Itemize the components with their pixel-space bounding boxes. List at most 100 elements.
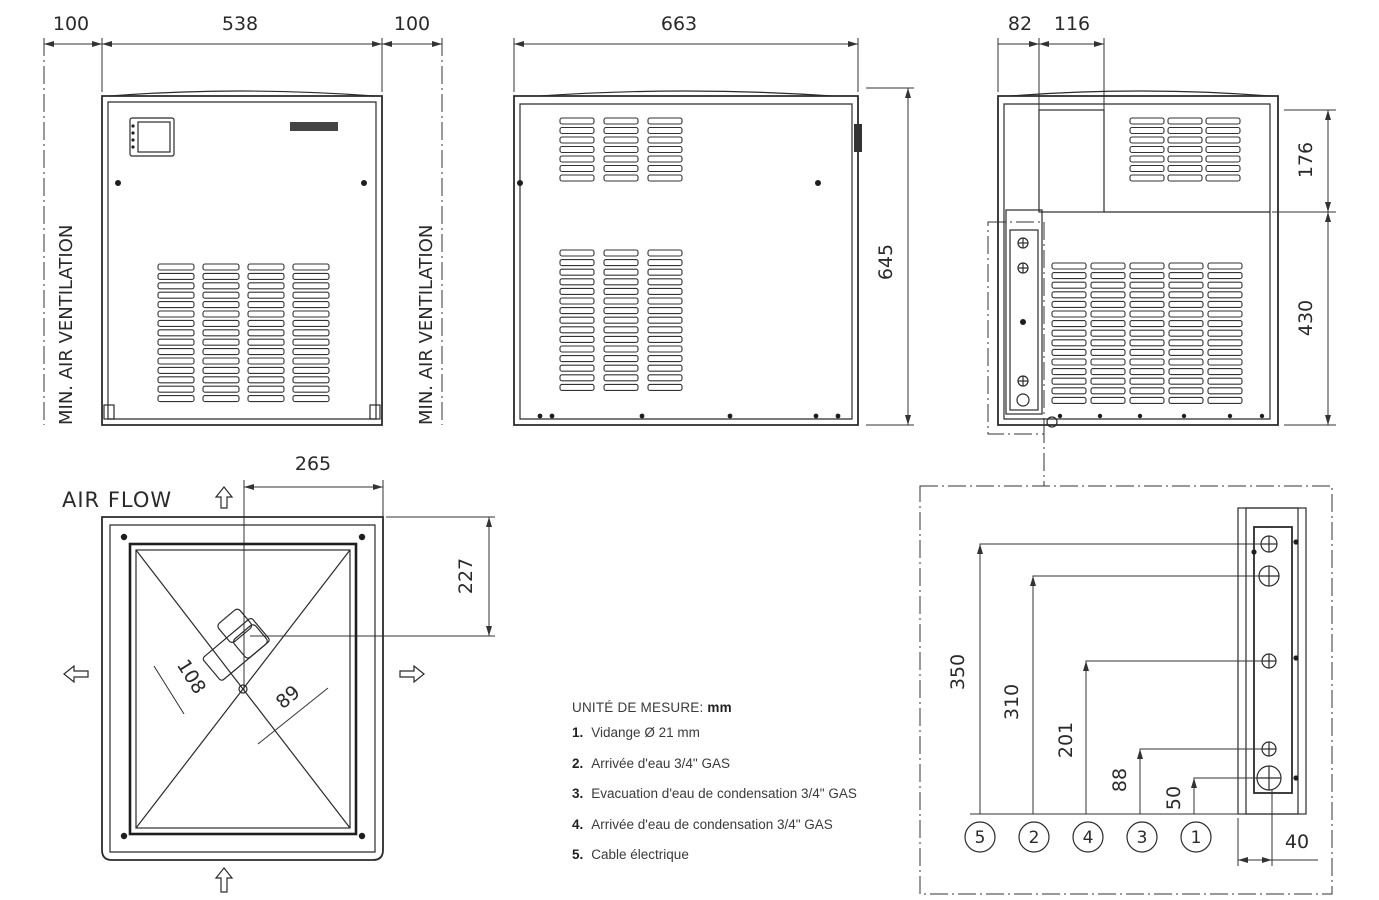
air-flow-left-arrow-icon [63,664,89,684]
vent-slot [247,310,285,318]
vent-slot [559,136,595,144]
vent-slot [647,316,683,324]
vent-slot [292,301,330,309]
vent-slot [603,117,639,125]
connection-marker-3 [1126,821,1158,853]
dim-bottom-227: 227 [455,558,477,594]
vent-slot [157,366,195,374]
vent-slot [1051,339,1087,347]
dim-rear-82: 82 [1008,13,1032,35]
vent-slot [1168,396,1204,404]
vent-slot [1207,300,1243,308]
vent-slot [559,383,595,391]
vent-slot [647,297,683,305]
air-flow-right-arrow-icon [399,664,425,684]
vent-slot [1207,377,1243,385]
vent-slot [1168,320,1204,328]
vent-slot [603,259,639,267]
dim-bottom-89: 89 [272,681,305,713]
legend-item: 3.Evacuation d'eau de condensation 3/4" … [572,786,902,804]
air-flow-bottom-arrow-icon [214,867,234,893]
vent-slot [202,282,240,290]
vent-slot [1207,262,1243,270]
brand-plate [290,122,338,131]
vent-slot [1129,329,1165,337]
dim-front-left-clearance: 100 [53,13,89,35]
vent-slot [1207,396,1243,404]
vent-slot [292,348,330,356]
legend-item: 2.Arrivée d'eau 3/4" GAS [572,756,902,774]
dim-side-depth: 663 [661,13,697,35]
vent-slot [647,164,683,173]
vent-slot [1090,339,1126,347]
vent-slot [247,357,285,365]
vent-slot [157,376,195,384]
vent-slot [292,282,330,290]
vent-slot [202,385,240,393]
vent-slot [247,348,285,356]
vent-slot [202,357,240,365]
vent-slot [157,338,195,346]
vent-slot [1051,358,1087,366]
connection-number-3: 3 [1137,828,1148,848]
vent-slot [559,307,595,315]
vent-slot [1090,348,1126,356]
vent-slot [559,249,595,257]
vent-slot [603,136,639,144]
dim-front-right-clearance: 100 [394,13,430,35]
vent-slot [292,319,330,327]
vent-slot [647,155,683,163]
vent-slot [1129,155,1165,163]
vent-slot [292,263,330,271]
vent-slot [647,307,683,315]
rear-access-panel [1038,109,1105,213]
vent-slot [647,287,683,295]
vent-slot [603,249,639,257]
side-view: 663 645 [513,13,914,426]
vent-slot [202,272,240,280]
legend-list: 1.Vidange Ø 21 mm 2.Arrivée d'eau 3/4" G… [572,725,902,865]
unit-value: mm [707,700,732,715]
dim-detail-88: 88 [1109,768,1131,792]
vent-slot [1051,368,1087,376]
vent-slot [202,348,240,356]
vent-slot [202,376,240,384]
vent-slot [247,376,285,384]
vent-slot [559,126,595,135]
dim-detail-50: 50 [1163,786,1185,810]
legend-item: 4.Arrivée d'eau de condensation 3/4" GAS [572,817,902,835]
vent-slot [1129,126,1165,135]
vent-slot [1167,155,1203,163]
vent-slot [603,126,639,135]
vent-slot [603,345,639,353]
vent-slot [1090,320,1126,328]
dim-front-width: 538 [222,13,258,35]
vent-slot [559,335,595,343]
vent-slot [292,338,330,346]
vent-slot [247,301,285,309]
bottom-view: AIR FLOW 265 227 108 89 [62,453,495,893]
vent-slot [1129,358,1165,366]
vent-slot [1051,396,1087,404]
vent-slot [647,259,683,267]
vent-slot [247,263,285,271]
vent-slot [292,366,330,374]
vent-slot [559,268,595,276]
front-view: 100 538 100 MIN. AIR VENTILATION MIN. AI… [43,13,443,426]
unit-of-measure: UNITÉ DE MESURE: mm [572,700,902,715]
vent-slot [647,326,683,334]
vent-slot [157,357,195,365]
vent-slot [1168,291,1204,299]
vent-slot [157,395,195,403]
vent-slot [1051,320,1087,328]
vent-slot [1207,291,1243,299]
vent-slot [1090,272,1126,280]
dim-detail-40: 40 [1285,831,1309,853]
vent-slot [1207,348,1243,356]
connection-number-5: 5 [975,828,986,848]
vent-slot [157,282,195,290]
vent-slot [202,301,240,309]
vent-slot [1129,377,1165,385]
vent-slot [603,297,639,305]
vent-slot [247,329,285,337]
